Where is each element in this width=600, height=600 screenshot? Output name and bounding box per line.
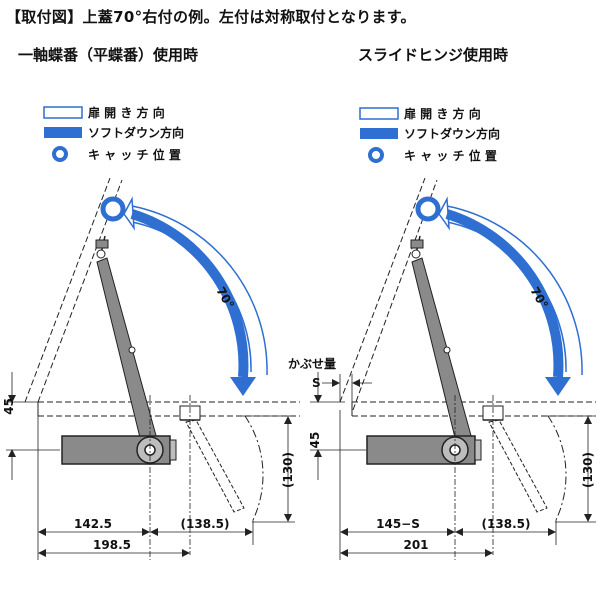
right-panel: 扉 開 き 方 向 ソフトダウン方向 キ ャ ッ チ 位 置	[288, 106, 596, 560]
door-open-legend-swatch	[43, 106, 83, 119]
right-stay-closed	[488, 419, 548, 513]
left-damper-body	[61, 435, 177, 465]
left-soft-down-arrow	[130, 209, 256, 396]
left-cabinet-top	[37, 401, 300, 417]
right-lid-open	[339, 177, 438, 411]
left-panel: 扉 開 き 方 向 ソフトダウン方向 キ ャ ッ チ 位 置	[2, 105, 300, 560]
left-dim-142-label: 142.5	[74, 517, 112, 531]
right-soft-down-arrow	[445, 209, 571, 396]
left-dim-130-label: (130)	[281, 452, 295, 488]
right-legend: 扉 開 き 方 向 ソフトダウン方向 キ ャ ッ チ 位 置	[359, 106, 500, 163]
right-dim-138-label: (138.5)	[482, 517, 531, 531]
left-dim-45-label: 45	[2, 398, 16, 415]
right-overlay-dim	[322, 374, 372, 402]
left-dim-138-label: (138.5)	[181, 517, 230, 531]
right-dim-201-label: 201	[403, 538, 428, 552]
right-overlay-label: かぶせ量	[288, 357, 336, 371]
left-catch-position-icon	[100, 196, 126, 222]
right-dim-bottom	[339, 410, 557, 560]
right-cabinet-top	[351, 401, 596, 417]
catch-position-legend-label: キ ャ ッ チ 位 置	[88, 147, 181, 162]
right-stay-arm	[410, 235, 476, 455]
soft-down-legend-swatch	[44, 127, 82, 138]
right-dim-45	[310, 372, 366, 480]
figure-header: 【取付図】上蓋70°右付の例。左付は対称取付となります。	[6, 8, 416, 26]
left-dim-130	[240, 415, 295, 523]
right-damper-body	[366, 435, 482, 465]
left-stay-closed	[185, 419, 245, 513]
left-dim-bottom	[37, 416, 254, 560]
left-dim-45	[6, 372, 60, 480]
right-dim-145-label: 145−S	[376, 517, 420, 531]
right-dim-130-label: (130)	[581, 452, 595, 488]
left-lid-open	[24, 177, 123, 403]
catch-position-legend-label: キ ャ ッ チ 位 置	[404, 148, 497, 163]
soft-down-legend-label: ソフトダウン方向	[404, 126, 500, 141]
catch-position-legend-icon	[52, 146, 68, 162]
door-open-legend-label: 扉 開 き 方 向	[88, 105, 165, 120]
right-panel-title: スライドヒンジ使用時	[358, 46, 509, 64]
catch-position-legend-icon	[368, 147, 384, 163]
right-catch-position-icon	[415, 196, 441, 222]
left-dim-198-label: 198.5	[93, 538, 131, 552]
soft-down-legend-swatch	[360, 128, 398, 139]
right-dim-45-label: 45	[308, 432, 322, 449]
right-overlay-symbol: S	[312, 376, 321, 390]
left-swing-arc	[244, 415, 264, 521]
soft-down-legend-label: ソフトダウン方向	[88, 125, 184, 140]
right-swing-arc	[547, 415, 567, 521]
door-open-legend-swatch	[359, 107, 399, 120]
right-dim-130	[543, 415, 596, 523]
left-panel-title: 一軸蝶番（平蝶番）使用時	[18, 46, 199, 64]
left-legend: 扉 開 き 方 向 ソフトダウン方向 キ ャ ッ チ 位 置	[43, 105, 184, 162]
door-open-legend-label: 扉 開 き 方 向	[404, 106, 481, 121]
